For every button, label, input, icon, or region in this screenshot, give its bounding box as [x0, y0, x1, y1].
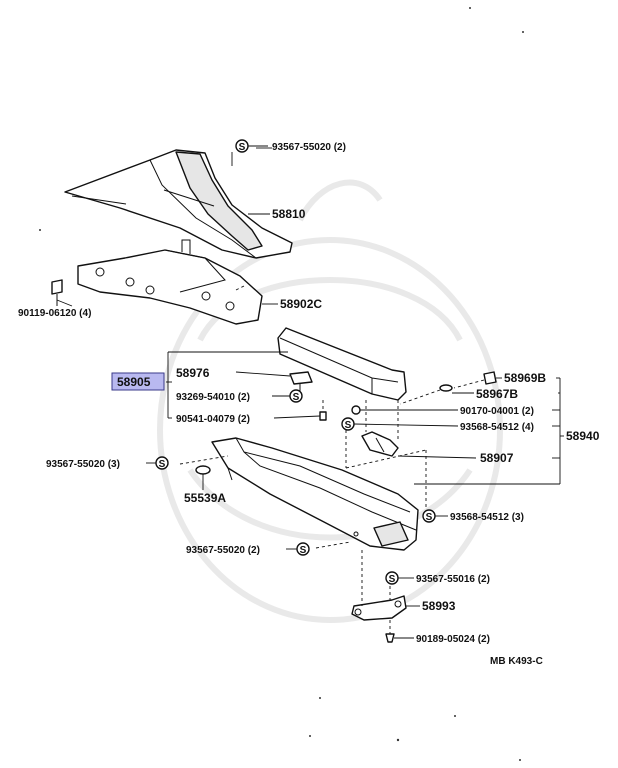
label-93568-54512-3: 93568-54512 (3) [450, 512, 524, 523]
label-93567-55020-mid: 93567-55020 (2) [186, 545, 260, 556]
label-90170-04001: 90170-04001 (2) [460, 406, 534, 417]
label-93269-54010: 93269-54010 (2) [176, 392, 250, 403]
svg-text:S: S [159, 459, 166, 470]
svg-text:S: S [345, 420, 352, 431]
label-93568-54512-4: 93568-54512 (4) [460, 422, 534, 433]
screw-symbol-93568-4: S [341, 417, 355, 431]
label-58976: 58976 [176, 366, 210, 380]
label-58967B: 58967B [476, 387, 518, 401]
diagram-code: MB K493-C [490, 656, 543, 667]
label-90119-06120: 90119-06120 (4) [18, 308, 91, 319]
specks [39, 7, 524, 761]
label-90541-04079: 90541-04079 (2) [176, 414, 250, 425]
part-58967B-pad [439, 384, 453, 392]
screw-symbol-top: S [235, 139, 249, 153]
part-58940-console-box [211, 437, 419, 551]
part-58902C-bracket [77, 239, 263, 325]
svg-text:S: S [389, 574, 396, 585]
label-93567-55020-top: 93567-55020 (2) [272, 142, 346, 153]
leader-lines [56, 145, 564, 639]
part-58993-bracket [351, 595, 407, 621]
watermark-emblem [157, 179, 503, 623]
svg-text:S: S [239, 142, 246, 153]
label-58810: 58810 [272, 207, 306, 221]
label-93567-55016: 93567-55016 (2) [416, 574, 490, 585]
label-58902C: 58902C [280, 297, 322, 311]
label-90189-05024: 90189-05024 (2) [416, 634, 490, 645]
part-58810-cover [64, 149, 293, 259]
highlight-box-58905 [111, 372, 165, 391]
screw-symbol-55016: S [385, 571, 399, 585]
svg-text:S: S [300, 545, 307, 556]
labels: 93567-55020 (2) 58810 58902C 90119-06120… [18, 142, 600, 667]
clip-90170 [351, 405, 361, 415]
svg-text:S: S [426, 512, 433, 523]
label-55539A: 55539A [184, 491, 226, 505]
label-58969B: 58969B [504, 371, 546, 385]
screw-symbol-left: S [155, 456, 169, 470]
part-58905-armrest [277, 327, 407, 401]
part-55539A-plug [195, 465, 211, 475]
label-58940: 58940 [566, 429, 600, 443]
svg-text:S: S [293, 392, 300, 403]
bolt-90119 [51, 279, 63, 306]
part-58969B-bumper [483, 371, 497, 385]
label-93567-55020-left: 93567-55020 (3) [46, 459, 120, 470]
screw-90541 [319, 411, 327, 421]
label-58905[interactable]: 58905 [117, 375, 151, 389]
screw-symbol-93568-3: S [422, 509, 436, 523]
screw-symbol-93269: S [289, 389, 303, 403]
label-58907: 58907 [480, 451, 514, 465]
bolt-90189 [385, 633, 395, 643]
part-58976-hinge [289, 371, 313, 392]
screw-symbol-mid: S [296, 542, 310, 556]
label-58993: 58993 [422, 599, 456, 613]
part-58907-latch [361, 431, 399, 457]
